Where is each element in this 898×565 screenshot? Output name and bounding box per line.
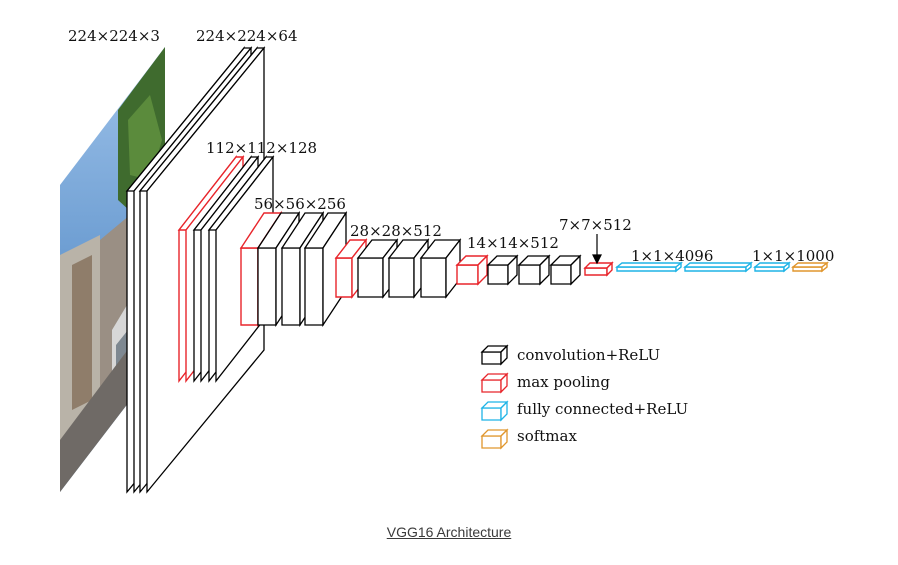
fc2-layer	[683, 261, 753, 273]
conv5-size-label: 14×14×512	[467, 234, 559, 252]
black-box-icon	[480, 344, 509, 366]
legend-label: max pooling	[517, 373, 610, 391]
fc3-layer	[753, 261, 791, 273]
conv5-layer-a	[486, 254, 519, 286]
pool5-size-label: 7×7×512	[559, 216, 632, 234]
softmax-size-label: 1×1×1000	[752, 247, 834, 265]
legend-item-max-pooling: max pooling	[480, 372, 610, 394]
red-box-icon	[480, 372, 509, 394]
orange-box-icon	[480, 428, 509, 450]
pool5-arrow	[592, 234, 602, 265]
conv4-size-label: 28×28×512	[350, 222, 442, 240]
caption-link[interactable]: VGG16 Architecture	[386, 524, 512, 540]
legend: convolution+ReLU max pooling fully conne…	[480, 344, 688, 450]
legend-label: softmax	[517, 427, 577, 445]
legend-label: fully connected+ReLU	[517, 400, 688, 418]
legend-item-convolution: convolution+ReLU	[480, 344, 660, 366]
conv5-layer-c	[549, 254, 582, 286]
pool4-layer	[455, 254, 489, 286]
legend-label: convolution+ReLU	[517, 346, 660, 364]
legend-item-fully-connected: fully connected+ReLU	[480, 400, 688, 422]
conv5-layer-b	[517, 254, 551, 286]
conv3-size-label: 56×56×256	[254, 195, 346, 213]
fc1-layer	[615, 261, 683, 273]
cyan-box-icon	[480, 400, 509, 422]
softmax-layer	[791, 261, 829, 273]
conv1-size-label: 224×224×64	[196, 27, 297, 45]
legend-item-softmax: softmax	[480, 427, 577, 450]
fc-size-label: 1×1×4096	[631, 247, 713, 265]
conv2-size-label: 112×112×128	[206, 139, 317, 157]
pool5-layer	[583, 261, 614, 277]
input-size-label: 224×224×3	[68, 27, 160, 45]
